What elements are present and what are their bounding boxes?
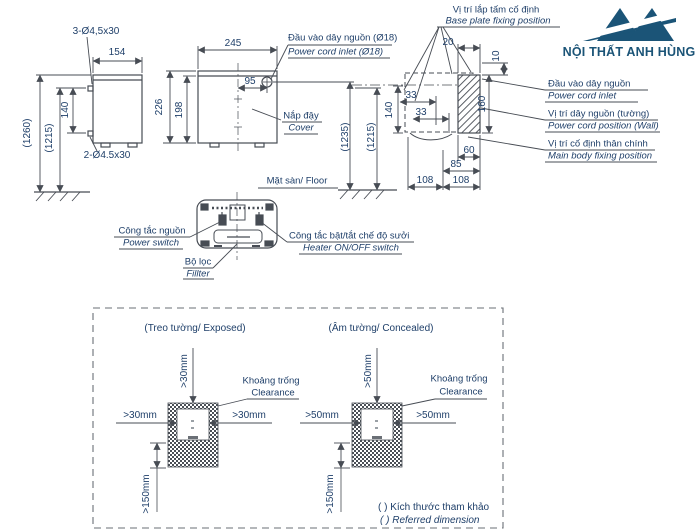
exposed-bottom-clearance: >150mm	[141, 474, 152, 514]
dim-85: 85	[450, 159, 462, 170]
concealed-left-clearance: >50mm	[305, 410, 339, 421]
wall-section-dimensions	[393, 26, 660, 191]
reference-note-vn: ( ) Kích thước tham khảo	[378, 502, 490, 513]
concealed-bottom-clearance: >150mm	[325, 474, 336, 514]
dim-10: 10	[491, 50, 502, 62]
wall-inlet-label-vn: Đầu vào dây nguồn	[548, 78, 631, 90]
exposed-gap-label-vn: Khoảng trống	[242, 375, 300, 387]
baseplate-label-en: Base plate fixing position	[445, 15, 551, 27]
concealed-title: (Âm tường/ Concealed)	[328, 323, 434, 334]
exposed-right-clearance: >30mm	[232, 410, 266, 421]
bottom-view	[196, 192, 278, 260]
side-view	[87, 74, 143, 148]
cord-position-label-vn: Vị trí dây nguồn (tường)	[548, 108, 650, 120]
body-fixing-label-en: Main body fixing position	[548, 150, 653, 162]
cover-label-vn: Nắp đậy	[283, 110, 319, 122]
side-view-dimensions	[34, 36, 143, 202]
dim-140-wall: 140	[384, 101, 395, 119]
power-switch-label-vn: Công tắc nguồn	[118, 225, 186, 237]
dim-height-198: 198	[174, 101, 185, 119]
brand-logo-icon	[583, 8, 676, 41]
dim-height-1235: (1235)	[340, 122, 351, 152]
dim-20: 20	[442, 37, 454, 48]
heater-switch-label-vn: Công tắc bật/tắt chế độ sưởi	[289, 230, 410, 242]
dim-inlet-95: 95	[244, 76, 256, 87]
filter-label-vn: Bộ lọc	[184, 256, 212, 268]
dim-160: 160	[477, 95, 488, 113]
dim-screws-bottom: 2-Ø4.5x30	[83, 150, 131, 161]
concealed-gap-label-vn: Khoảng trống	[430, 373, 488, 385]
dim-108b: 108	[452, 175, 470, 186]
power-switch-label-en: Power switch	[123, 237, 179, 249]
clearance-concealed	[300, 348, 487, 512]
heater-switch-label-en: Heater ON/OFF switch	[303, 242, 399, 254]
exposed-left-clearance: >30mm	[123, 410, 157, 421]
dim-height-1215-left: (1215)	[44, 123, 55, 153]
front-view	[197, 70, 278, 148]
dim-screws-top: 3-Ø4,5x30	[72, 26, 120, 37]
clearance-section	[92, 307, 504, 529]
brand-name: NỘI THẤT ANH HÙNG	[562, 44, 696, 59]
dim-108a: 108	[416, 175, 434, 186]
clearance-exposed	[116, 348, 299, 512]
dim-width-245: 245	[224, 38, 242, 49]
baseplate-label-vn: Vị trí lắp tấm cố định	[452, 4, 540, 16]
dim-height-226: 226	[154, 98, 165, 116]
dim-33b: 33	[415, 107, 427, 118]
exposed-gap-label-en: Clearance	[251, 387, 295, 399]
power-cord-inlet-label-en: Power cord inlet (Ø18)	[288, 46, 384, 58]
concealed-right-clearance: >50mm	[416, 410, 450, 421]
floor-label: Mặt sàn/ Floor	[266, 175, 328, 187]
cover-label-en: Cover	[288, 122, 314, 134]
dim-pitch-140: 140	[60, 101, 71, 119]
concealed-top-clearance: >50mm	[363, 354, 374, 388]
body-fixing-label-vn: Vị trí cố định thân chính	[548, 138, 648, 150]
dim-33a: 33	[405, 90, 417, 101]
dim-height-1260: (1260)	[22, 118, 33, 148]
power-cord-inlet-label-vn: Đầu vào dây nguồn (Ø18)	[288, 32, 398, 44]
front-view-dimensions	[163, 44, 397, 200]
exposed-top-clearance: >30mm	[179, 354, 190, 388]
filter-label-en: Fillter	[186, 268, 210, 280]
dim-width-154: 154	[108, 47, 126, 58]
dim-height-1215-front: (1215)	[366, 122, 377, 152]
cord-position-label-en: Power cord position (Wall)	[548, 120, 659, 132]
bottom-view-leaders	[114, 221, 414, 280]
dim-60: 60	[463, 145, 475, 156]
reference-note-en: ( ) Referred dimension	[380, 515, 480, 526]
wall-inlet-label-en: Power cord inlet	[548, 90, 617, 102]
exposed-title: (Treo tường/ Exposed)	[144, 323, 246, 334]
concealed-gap-label-en: Clearance	[439, 386, 483, 398]
